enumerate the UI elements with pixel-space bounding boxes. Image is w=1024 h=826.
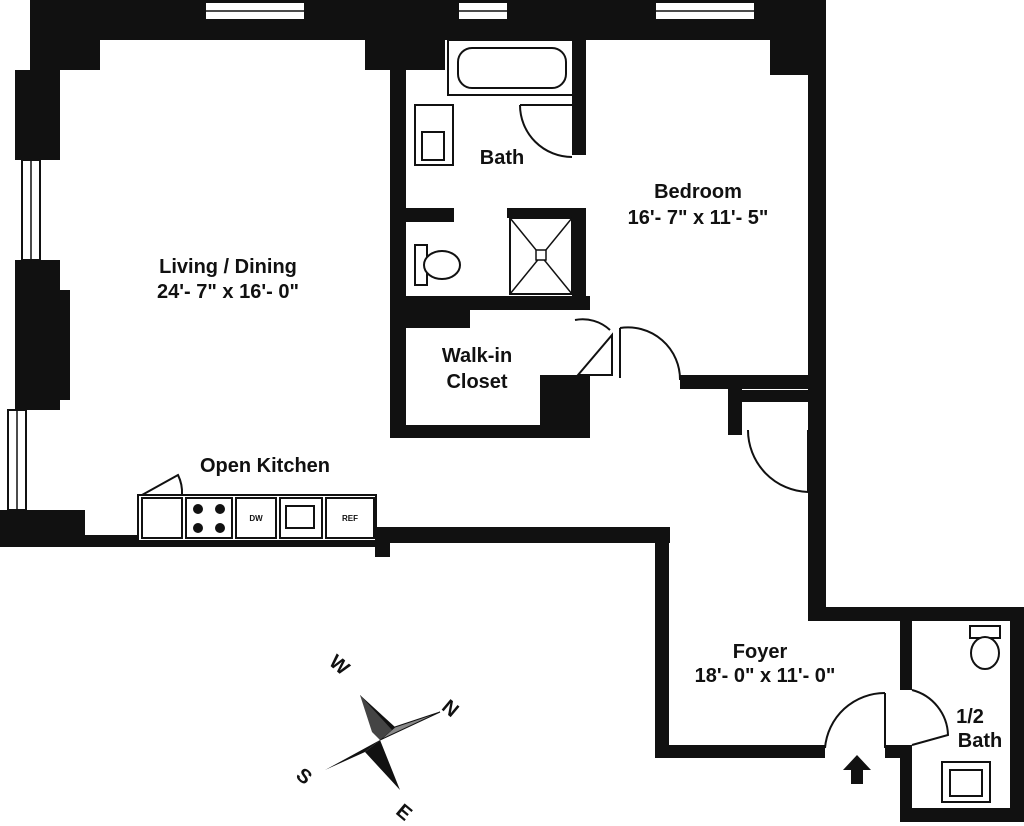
wall-foyer-bottom: [655, 745, 825, 758]
wall-right: [808, 0, 826, 620]
wall-half-bath-top: [808, 607, 1024, 621]
bath-sink-basin: [421, 131, 445, 161]
wall-mid: [380, 527, 670, 543]
pillar: [540, 375, 590, 437]
toilet-bowl: [423, 250, 461, 280]
door-cabinet: [141, 473, 184, 496]
room-bedroom-name: Bedroom: [654, 181, 742, 203]
burner: [215, 523, 225, 533]
wall-bath-right: [572, 40, 586, 155]
room-bedroom-dims: 16'- 7" x 11'- 5": [627, 207, 769, 229]
wall-half-bath-right: [1010, 607, 1024, 822]
compass-south: S: [292, 764, 316, 789]
pillar: [15, 70, 60, 160]
wall-bath-right2: [572, 208, 586, 310]
room-living-dims: 24'- 7" x 16'- 0": [157, 281, 299, 303]
room-living-name: Living / Dining: [159, 256, 297, 278]
entry-arrow-icon: [843, 755, 871, 784]
compass-west: W: [325, 651, 354, 680]
kitchen-sink-basin: [285, 505, 315, 529]
room-half-bath-line2: Bath: [957, 730, 1003, 752]
wall-bath-partition: [406, 208, 454, 222]
room-foyer-dims: 18'- 0" x 11'- 0": [694, 665, 836, 687]
pillar: [770, 0, 826, 75]
door-half-bath: [911, 689, 950, 746]
half-bath-toilet-bowl: [970, 636, 1000, 670]
pillar: [400, 300, 470, 328]
half-bath-sink-basin: [949, 769, 983, 797]
kitchen-cabinet: [141, 497, 183, 539]
refrigerator: [325, 497, 375, 539]
wall-half-bath-bottom: [900, 808, 1024, 822]
wall-foyer-left: [655, 527, 669, 757]
compass-east: E: [392, 800, 416, 825]
burner: [193, 523, 203, 533]
dishwasher: [235, 497, 277, 539]
wall-bedroom-bottom: [680, 375, 826, 389]
pillar: [40, 290, 70, 400]
burner: [215, 504, 225, 514]
refrigerator-label: REF: [342, 514, 358, 523]
pillar: [728, 375, 742, 435]
dishwasher-label: DW: [249, 514, 263, 523]
bathtub-basin: [457, 47, 567, 89]
wall-half-bath-left: [900, 620, 912, 690]
compass-icon: W N S E: [292, 651, 463, 825]
compass-north: N: [437, 696, 462, 722]
room-bath-name: Bath: [479, 147, 525, 169]
room-foyer-name: Foyer: [732, 641, 788, 663]
room-closet-line2: Closet: [446, 371, 508, 393]
burner: [193, 504, 203, 514]
wall-shower: [507, 208, 577, 218]
room-half-bath-line1: 1/2: [956, 706, 984, 728]
door-closet: [574, 318, 611, 331]
wall-bath-left: [390, 40, 406, 435]
pillar: [742, 390, 808, 402]
room-kitchen-name: Open Kitchen: [199, 455, 330, 477]
room-closet-line1: Walk-in: [441, 345, 513, 367]
wall-half-bath-left2: [900, 745, 912, 822]
stove: [185, 497, 233, 539]
